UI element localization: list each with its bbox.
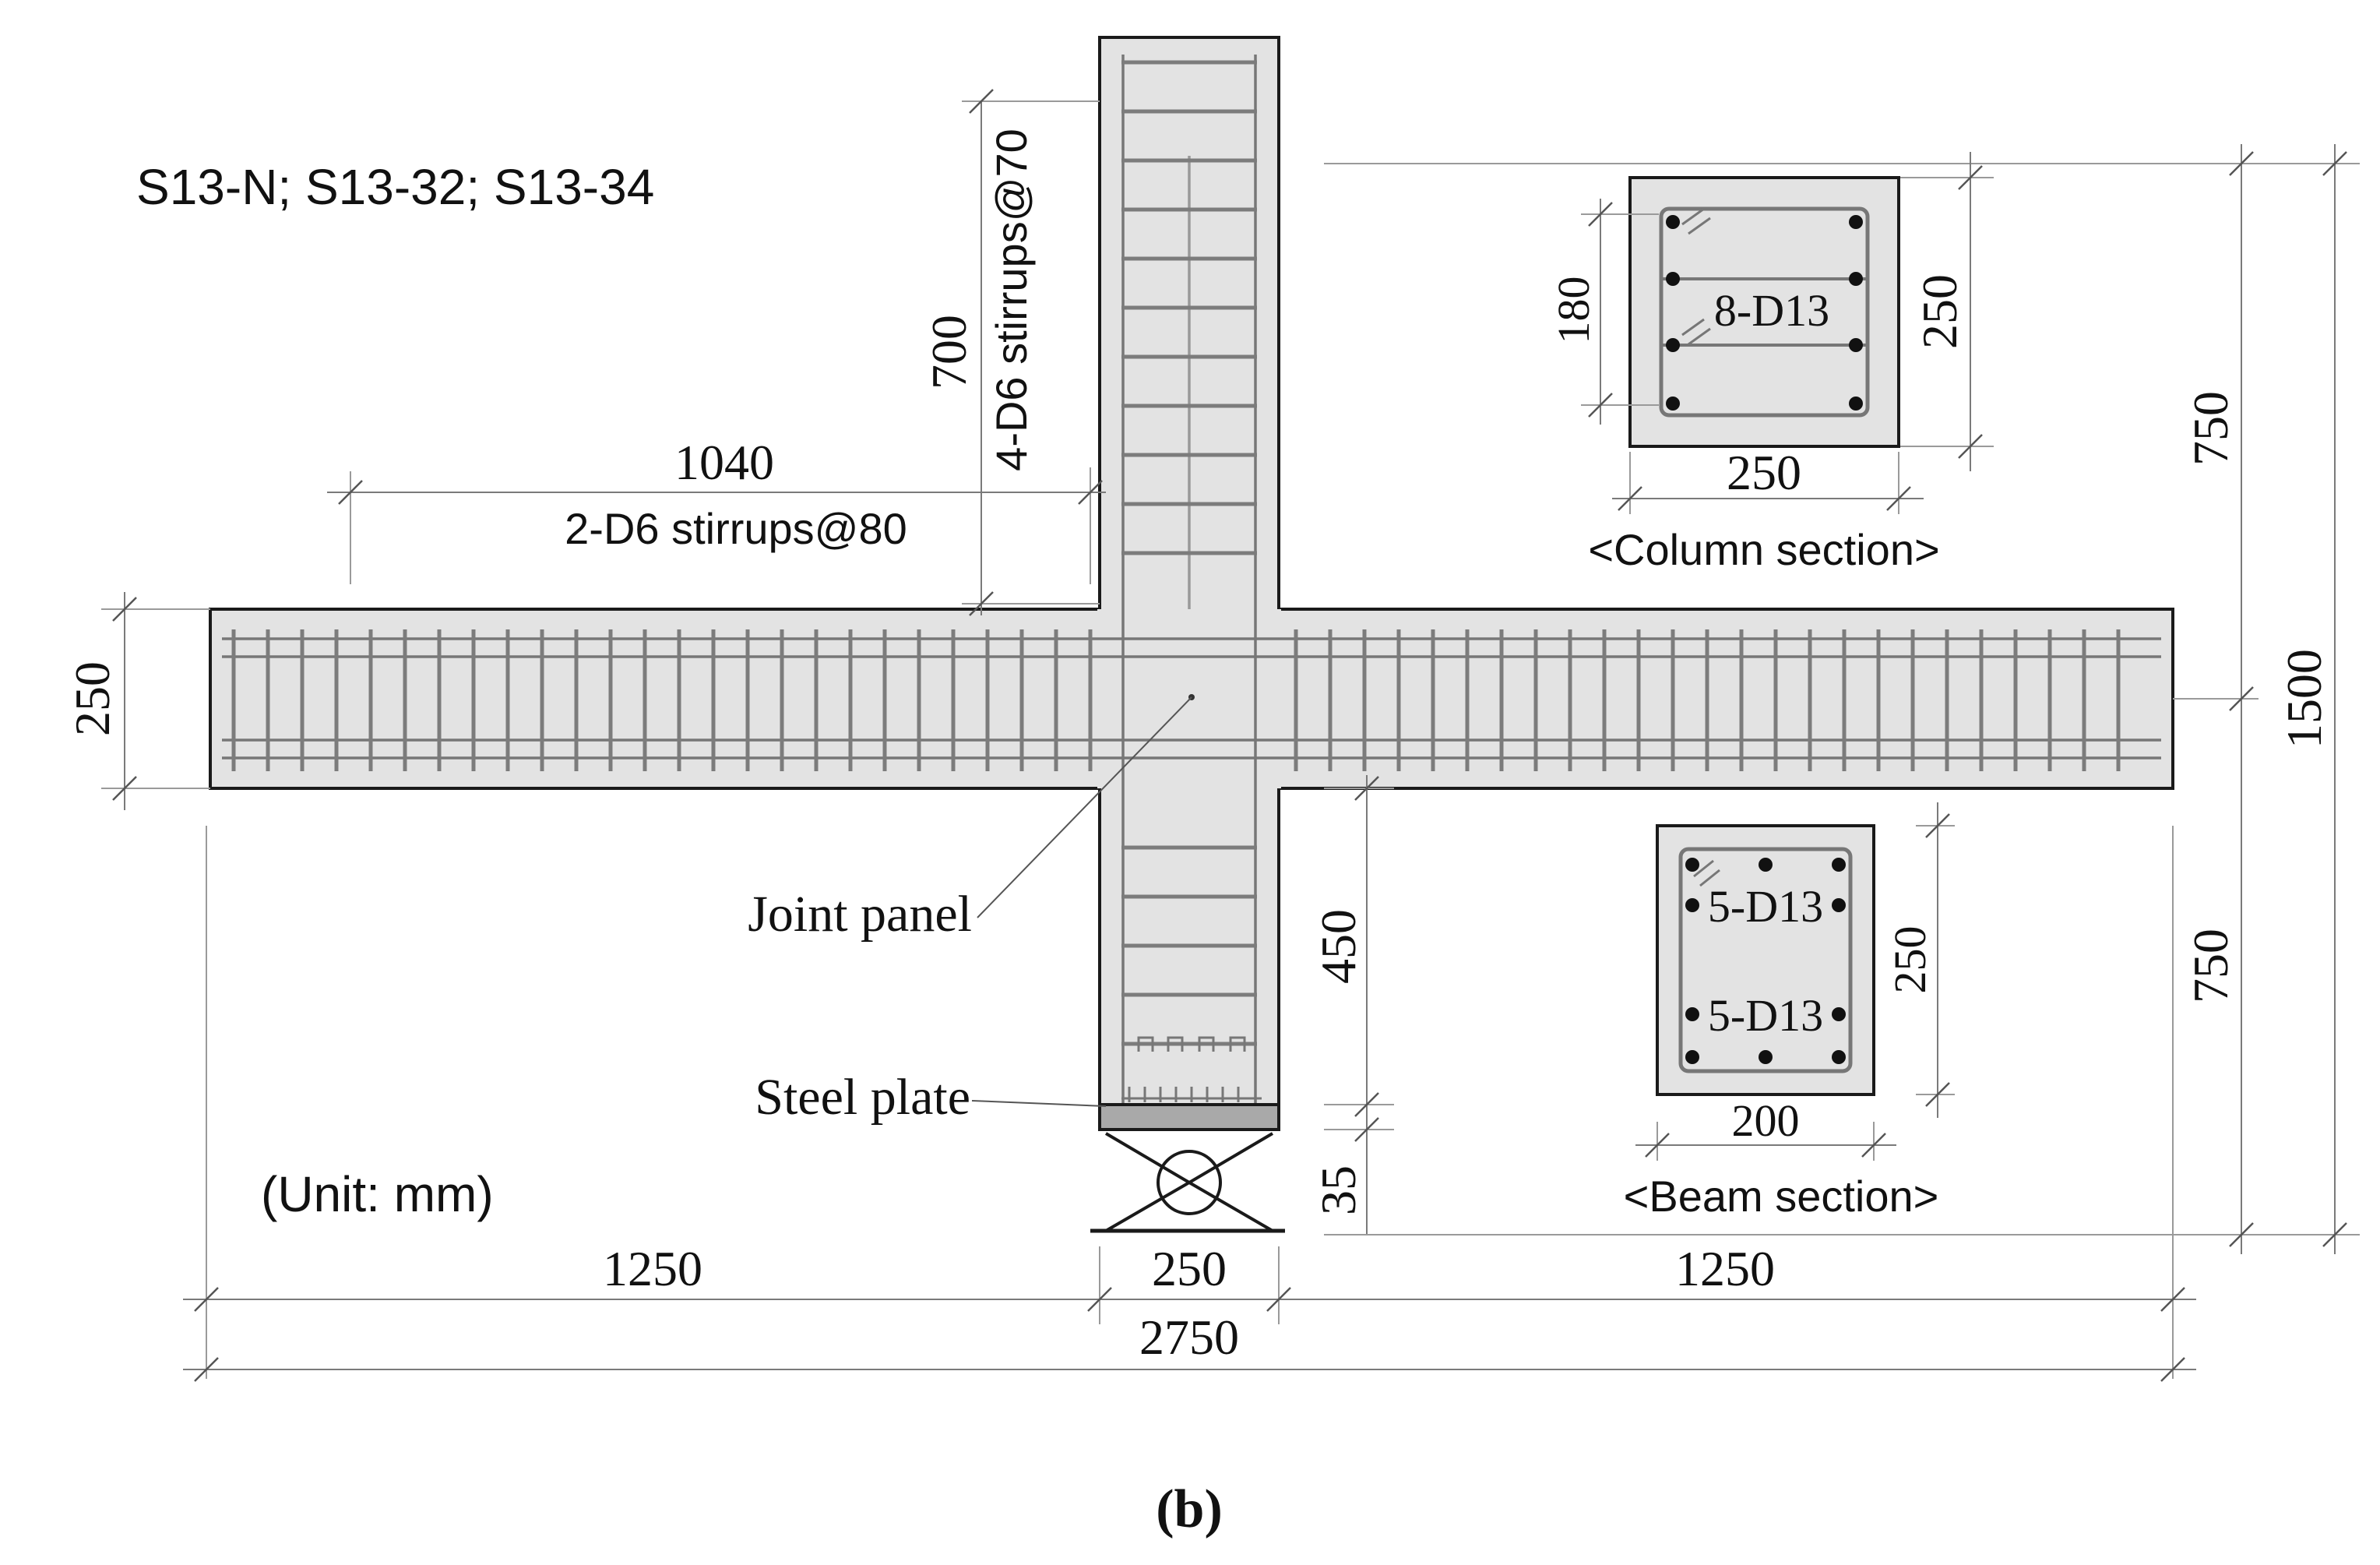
dim-750-upper: 750 [2183, 391, 2238, 466]
dim-250-column: 250 [1152, 1241, 1227, 1296]
dim-2750: 2750 [1139, 1309, 1239, 1365]
steel-plate-leader [971, 1100, 1107, 1107]
dim-700: 700 [921, 315, 977, 389]
column-section-rebar: 8-D13 [1714, 285, 1829, 336]
pin-support [1090, 1132, 1285, 1233]
subfigure-label: (b) [1156, 1479, 1223, 1539]
dim-1500: 1500 [2276, 649, 2332, 749]
column-section-inner: 180 [1548, 277, 1599, 344]
joint-panel-label: Joint panel [748, 886, 972, 943]
beam-section-top-rebar: 5-D13 [1708, 881, 1823, 932]
beam-section-width: 200 [1732, 1095, 1800, 1146]
beam-section-title: <Beam section> [1624, 1172, 1939, 1221]
dim-beam-stirrup-zone: 1040 2-D6 stirrups@80 [327, 435, 1106, 584]
unit-note: (Unit: mm) [261, 1166, 494, 1222]
dim-35: 35 [1311, 1165, 1366, 1215]
dim-1250-right: 1250 [1675, 1241, 1775, 1296]
column [1098, 36, 1280, 1131]
dim-750-lower: 750 [2183, 929, 2238, 1003]
dim-spans: 1250 250 1250 2750 [183, 826, 2196, 1382]
beam-section-height: 250 [1885, 926, 1935, 994]
dim-1040: 1040 [674, 435, 774, 490]
column-stirrup-label: 4-D6 stirrups@70 [987, 129, 1036, 471]
beam-section-bottom-rebar: 5-D13 [1708, 990, 1823, 1041]
beam-stirrups [231, 629, 2121, 771]
dim-1250-left: 1250 [603, 1241, 702, 1296]
dim-450: 450 [1311, 909, 1366, 984]
column-section-title: <Column section> [1588, 525, 1939, 574]
steel-plate [1098, 1103, 1280, 1131]
column-stirrups [1121, 60, 1257, 1046]
dim-column-height: 750 750 1500 [1324, 144, 2360, 1254]
joint-panel-leader [977, 696, 1192, 918]
beam [209, 608, 2174, 790]
column-section-width: 250 [1727, 445, 1801, 500]
dim-lower-column: 450 35 [1311, 775, 1394, 1235]
dim-250-beam: 250 [65, 661, 120, 736]
specimen-ids: S13-N; S13-32; S13-34 [136, 159, 654, 215]
dim-beam-depth: 250 [65, 592, 210, 810]
steel-plate-label: Steel plate [755, 1069, 970, 1126]
beam-stirrup-label: 2-D6 stirrups@80 [565, 504, 907, 553]
dim-column-stirrup-zone: 700 4-D6 stirrups@70 [921, 89, 1100, 616]
column-section: 8-D13 180 250 250 <Column section> [1548, 152, 1994, 574]
column-section-height: 250 [1912, 274, 1967, 349]
beam-section: 5-D13 5-D13 250 200 <Beam section> [1624, 802, 1955, 1221]
